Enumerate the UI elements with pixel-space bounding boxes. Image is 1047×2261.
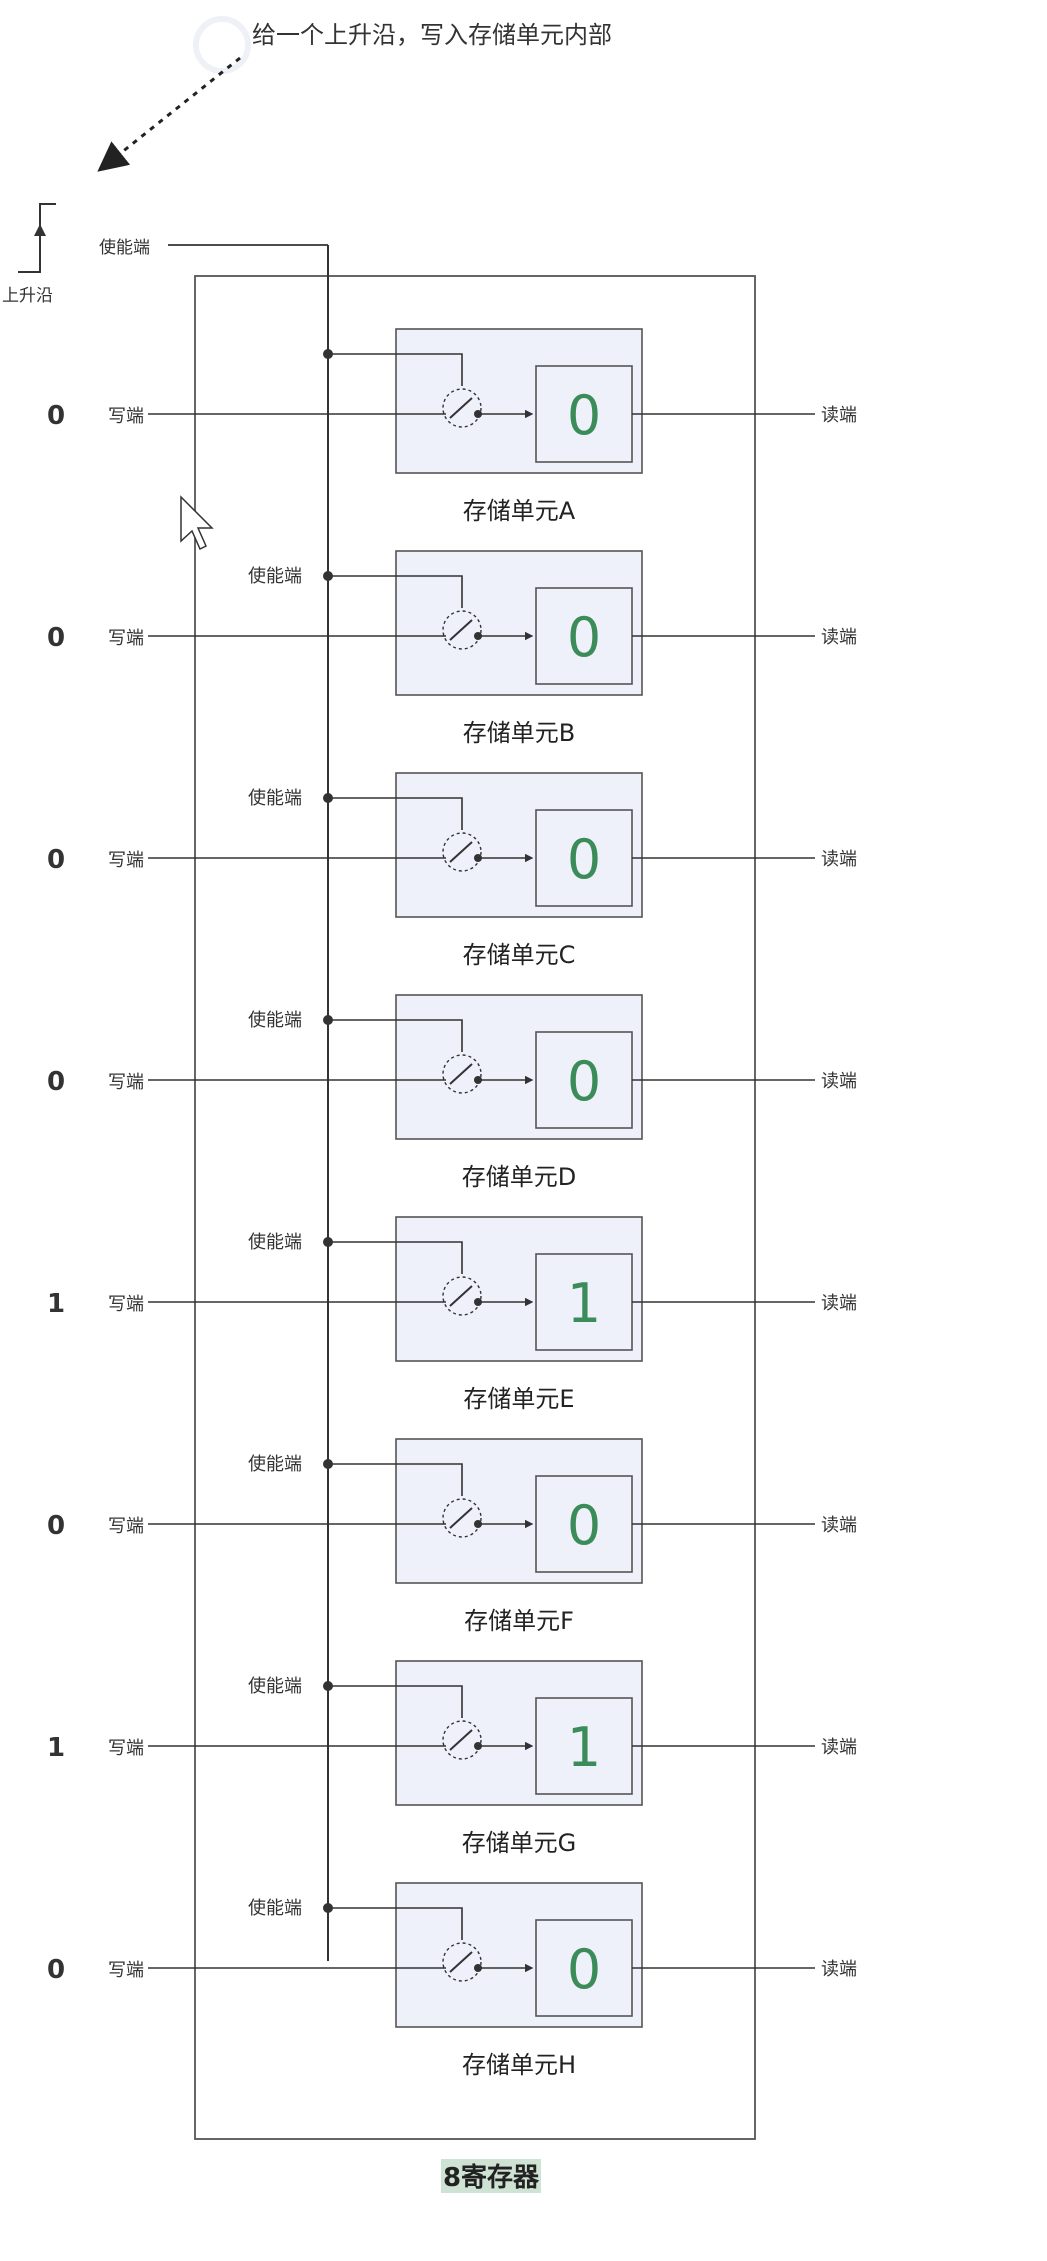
cell-name: 存储单元E xyxy=(463,1385,574,1413)
write-port-label: 写端 xyxy=(108,1294,144,1315)
switch-blade xyxy=(449,1285,473,1307)
switch-icon xyxy=(442,1276,482,1316)
input-bit: 1 xyxy=(47,1733,65,1763)
top-enable-label: 使能端 xyxy=(99,237,150,258)
enable-wire xyxy=(328,1685,463,1718)
annotation-text: 给一个上升沿，写入存储单元内部 xyxy=(252,21,612,49)
input-bit: 0 xyxy=(47,1955,65,1985)
enable-wire xyxy=(328,575,463,608)
read-port-label: 读端 xyxy=(821,405,857,426)
register-title: 8寄存器 xyxy=(443,2162,540,2193)
stored-value: 0 xyxy=(567,1050,601,1113)
value-box xyxy=(535,1919,633,2017)
read-port-label: 读端 xyxy=(821,1071,857,1092)
write-port-label: 写端 xyxy=(108,850,144,871)
write-port-label: 写端 xyxy=(108,1072,144,1093)
enable-wire xyxy=(328,797,463,830)
read-port-label: 读端 xyxy=(821,1737,857,1758)
stored-value: 1 xyxy=(567,1716,601,1779)
switch-blade xyxy=(449,397,473,419)
switch-blade xyxy=(449,841,473,863)
switch-blade xyxy=(449,619,473,641)
switch-icon xyxy=(442,610,482,650)
stored-value: 0 xyxy=(567,828,601,891)
value-box xyxy=(535,1697,633,1795)
enable-port-label: 使能端 xyxy=(248,1676,302,1697)
input-bit: 0 xyxy=(47,845,65,875)
switch-icon xyxy=(442,1054,482,1094)
write-port-label: 写端 xyxy=(108,1960,144,1981)
read-port-label: 读端 xyxy=(821,849,857,870)
stored-value: 0 xyxy=(567,384,601,447)
enable-port-label: 使能端 xyxy=(248,566,302,587)
enable-port-label: 使能端 xyxy=(248,1454,302,1475)
cell-name: 存储单元F xyxy=(464,1607,574,1635)
input-bit: 0 xyxy=(47,623,65,653)
input-bit: 0 xyxy=(47,1511,65,1541)
enable-wire xyxy=(328,1241,463,1274)
read-port-label: 读端 xyxy=(821,1959,857,1980)
switch-icon xyxy=(442,832,482,872)
rising-edge-label: 上升沿 xyxy=(2,286,53,306)
title-highlight xyxy=(441,2159,541,2193)
switch-blade xyxy=(449,1063,473,1085)
cell-name: 存储单元B xyxy=(463,719,575,747)
enable-port-label: 使能端 xyxy=(248,1232,302,1253)
value-box xyxy=(535,365,633,463)
stored-value: 0 xyxy=(567,1938,601,2001)
cell-name: 存储单元A xyxy=(463,497,576,525)
input-bit: 0 xyxy=(47,401,65,431)
switch-blade xyxy=(449,1729,473,1751)
register-box xyxy=(194,275,756,2140)
value-box xyxy=(535,809,633,907)
switch-blade xyxy=(449,1951,473,1973)
enable-wire xyxy=(328,1019,463,1052)
switch-blade xyxy=(449,1507,473,1529)
rising-edge-icon xyxy=(18,203,56,273)
cell-name: 存储单元D xyxy=(462,1163,576,1191)
enable-wire xyxy=(328,1907,463,1940)
enable-wire xyxy=(328,353,463,386)
read-port-label: 读端 xyxy=(821,1293,857,1314)
switch-icon xyxy=(442,1720,482,1760)
enable-wire xyxy=(328,1463,463,1496)
enable-port-label: 使能端 xyxy=(248,1010,302,1031)
cell-name: 存储单元G xyxy=(462,1829,577,1857)
read-port-label: 读端 xyxy=(821,627,857,648)
switch-icon xyxy=(442,388,482,428)
enable-port-label: 使能端 xyxy=(248,1898,302,1919)
value-box xyxy=(535,587,633,685)
write-port-label: 写端 xyxy=(108,1738,144,1759)
value-box xyxy=(535,1475,633,1573)
switch-icon xyxy=(442,1942,482,1982)
annotation-arrow xyxy=(97,56,241,172)
value-box xyxy=(535,1031,633,1129)
write-port-label: 写端 xyxy=(108,1516,144,1537)
stored-value: 0 xyxy=(567,606,601,669)
write-port-label: 写端 xyxy=(108,406,144,427)
input-bit: 0 xyxy=(47,1067,65,1097)
write-port-label: 写端 xyxy=(108,628,144,649)
mouse-cursor-icon xyxy=(180,495,214,551)
read-port-label: 读端 xyxy=(821,1515,857,1536)
value-box xyxy=(535,1253,633,1351)
enable-port-label: 使能端 xyxy=(248,788,302,809)
cell-name: 存储单元C xyxy=(463,941,576,969)
watermark-layer xyxy=(193,16,251,74)
stored-value: 1 xyxy=(567,1272,601,1335)
switch-icon xyxy=(442,1498,482,1538)
stored-value: 0 xyxy=(567,1494,601,1557)
cell-name: 存储单元H xyxy=(462,2051,576,2079)
input-bit: 1 xyxy=(47,1289,65,1319)
